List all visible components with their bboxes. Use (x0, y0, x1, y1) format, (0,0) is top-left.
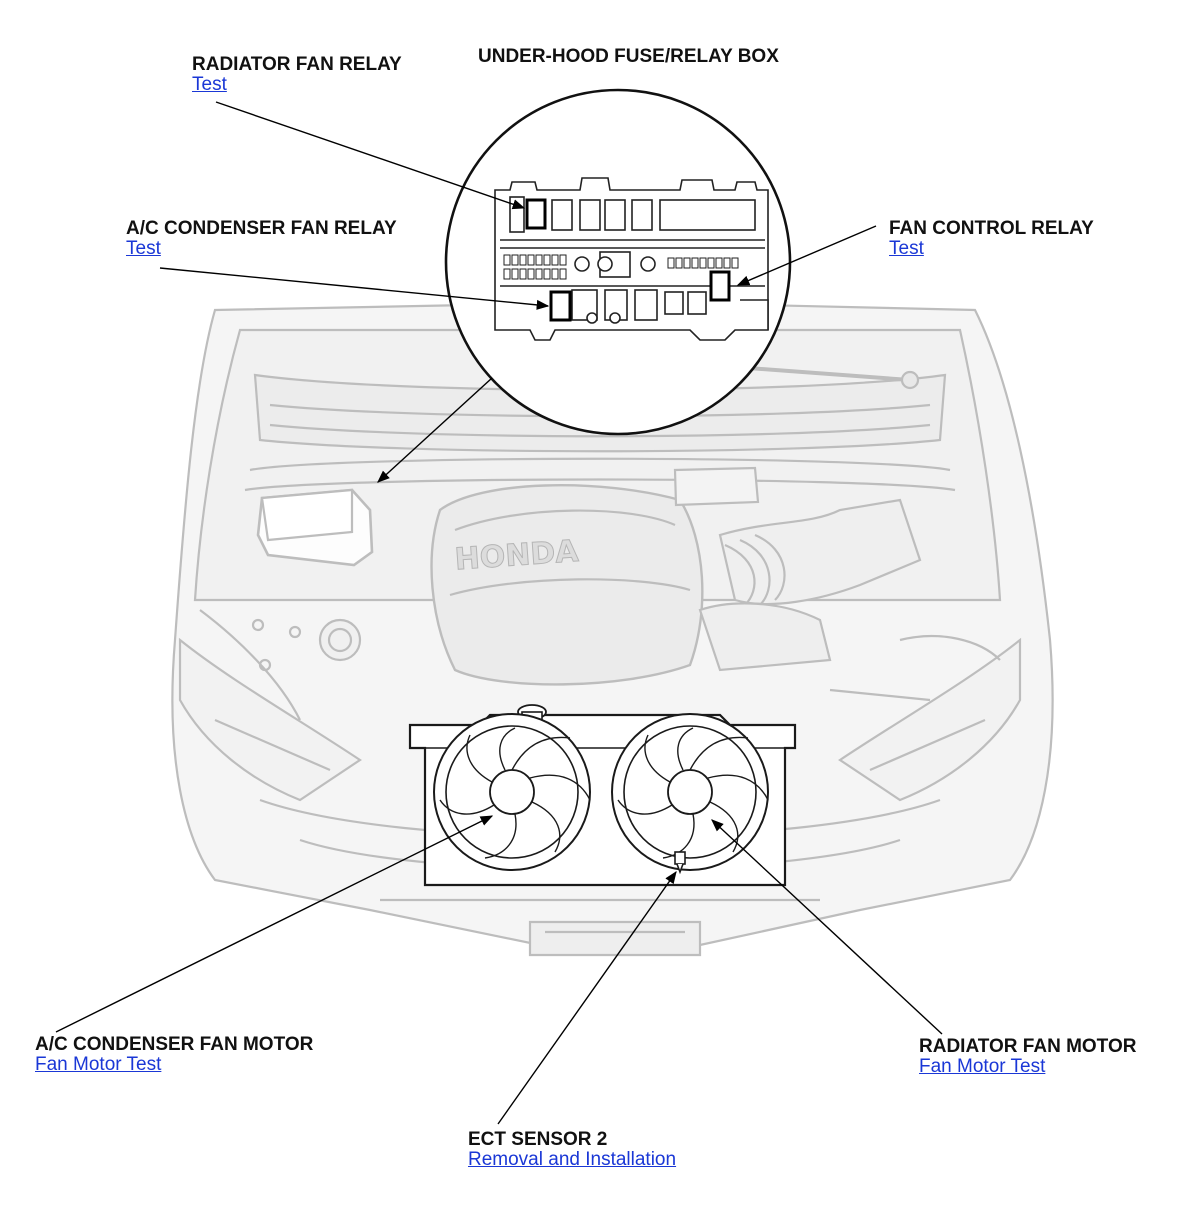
radiator-fan-relay-test-link[interactable]: Test (192, 73, 227, 95)
label-ac-condenser-fan-motor: A/C CONDENSER FAN MOTOR Fan Motor Test (35, 1035, 313, 1075)
radiator-fan-assembly (408, 704, 797, 887)
label-fan-control-relay: FAN CONTROL RELAY Test (889, 219, 1094, 259)
ac-condenser-fan-relay-title: A/C CONDENSER FAN RELAY (126, 218, 397, 239)
fan-control-relay-test-link[interactable]: Test (889, 237, 924, 259)
ac-condenser-fan-motor-title: A/C CONDENSER FAN MOTOR (35, 1034, 314, 1055)
fan-control-relay-title: FAN CONTROL RELAY (889, 218, 1094, 239)
ect-sensor-2-title: ECT SENSOR 2 (468, 1129, 608, 1150)
fan-control-relay-marker (709, 270, 731, 302)
ect-sensor-2-removal-link[interactable]: Removal and Installation (468, 1148, 677, 1170)
radiator-fan (611, 713, 769, 871)
label-radiator-fan-motor: RADIATOR FAN MOTOR Fan Motor Test (919, 1037, 1136, 1077)
label-ect-sensor-2: ECT SENSOR 2 Removal and Installation (468, 1130, 676, 1170)
label-ac-condenser-fan-relay: A/C CONDENSER FAN RELAY Test (126, 219, 397, 259)
radiator-fan-motor-title: RADIATOR FAN MOTOR (919, 1036, 1137, 1057)
ac-condenser-fan-relay-test-link[interactable]: Test (126, 237, 161, 259)
fuse-box-magnifier (444, 88, 792, 436)
fuse-box-title: UNDER-HOOD FUSE/RELAY BOX (478, 46, 779, 67)
ac-condenser-fan-relay-marker (549, 290, 572, 322)
car-body: HONDA (171, 303, 1054, 957)
radiator-fan-relay-marker (525, 198, 547, 230)
ect-sensor (674, 851, 686, 875)
callout-lines (55, 101, 943, 1125)
ac-condenser-fan (433, 713, 591, 871)
label-radiator-fan-relay: RADIATOR FAN RELAY Test (192, 55, 402, 95)
svg-text:HONDA: HONDA (454, 534, 581, 578)
ac-condenser-fan-motor-test-link[interactable]: Fan Motor Test (35, 1053, 162, 1075)
radiator-fan-motor-test-link[interactable]: Fan Motor Test (919, 1055, 1046, 1077)
radiator-fan-relay-title: RADIATOR FAN RELAY (192, 54, 402, 75)
